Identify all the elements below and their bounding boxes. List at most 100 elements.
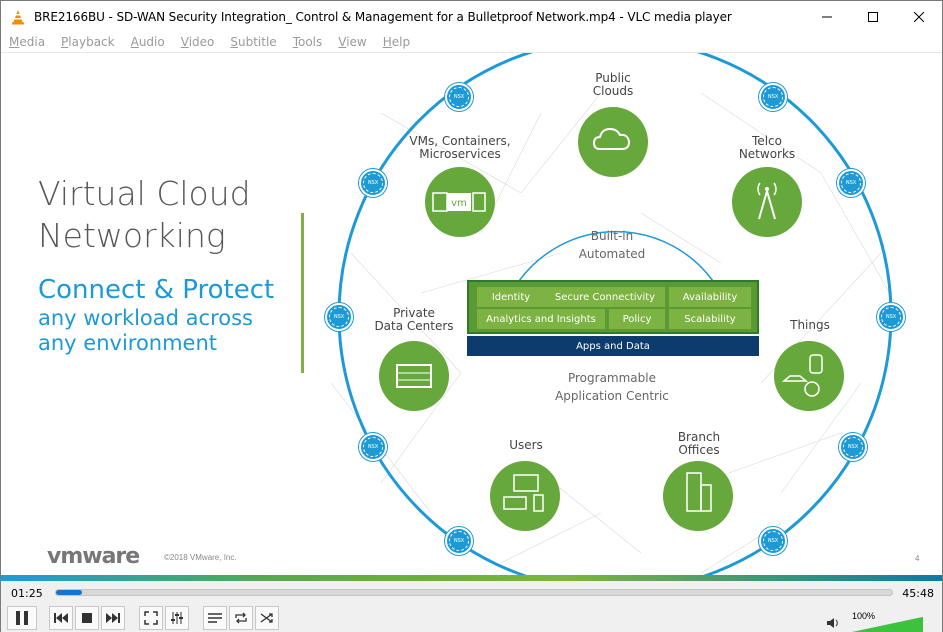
maximize-button[interactable] xyxy=(850,1,896,32)
menu-help[interactable]: Help xyxy=(382,35,411,49)
shuffle-button[interactable] xyxy=(255,606,279,630)
service-secure-connectivity: Secure Connectivity xyxy=(545,287,665,307)
nsx-badge: NSX xyxy=(359,169,387,197)
fullscreen-icon xyxy=(144,611,158,625)
slide-title-line1: Virtual Cloud xyxy=(38,174,251,213)
menu-playback[interactable]: Playback xyxy=(61,35,115,49)
nsx-badge: NSX xyxy=(877,303,905,331)
title-bar: BRE2166BU - SD-WAN Security Integration_… xyxy=(1,1,942,32)
next-button[interactable] xyxy=(101,606,125,630)
slide-tagline-line1: any workload across xyxy=(38,306,253,330)
extended-settings-button[interactable] xyxy=(165,606,189,630)
services-panel: Identity Secure Connectivity Availabilit… xyxy=(467,280,759,358)
label-automated: Automated xyxy=(578,247,646,261)
slide-subheading: Connect & Protect xyxy=(38,275,275,305)
equalizer-icon xyxy=(171,612,183,624)
slide-title-line2: Networking xyxy=(38,216,226,255)
volume-slider[interactable] xyxy=(848,617,923,632)
label-private-dc: Private Data Centers xyxy=(374,306,454,333)
slide-number: 4 xyxy=(915,554,920,563)
pause-icon xyxy=(16,611,28,625)
inner-arc xyxy=(518,230,714,282)
vm-chip-icon: vm xyxy=(432,192,486,212)
nsx-badge: NSX xyxy=(837,169,865,197)
public-clouds-node xyxy=(578,107,648,177)
building-icon xyxy=(686,472,712,512)
service-policy: Policy xyxy=(609,309,665,329)
menu-audio[interactable]: Audio xyxy=(130,35,165,49)
nsx-badge: NSX xyxy=(759,83,787,111)
label-branch: Branch Offices xyxy=(677,430,721,457)
private-dc-node xyxy=(379,341,449,411)
label-telco: Telco Networks xyxy=(738,134,796,161)
datacenter-icon xyxy=(396,364,432,388)
next-icon xyxy=(106,613,120,623)
services-grid: Identity Secure Connectivity Availabilit… xyxy=(467,280,759,334)
nsx-badge: NSX xyxy=(759,527,787,555)
loop-button[interactable] xyxy=(229,606,253,630)
service-availability: Availability xyxy=(669,287,751,307)
control-bar: 100% xyxy=(1,603,942,632)
previous-icon xyxy=(54,613,68,623)
volume-level xyxy=(852,617,923,632)
devices-icon xyxy=(503,474,544,512)
nsx-badge: NSX xyxy=(325,303,353,331)
seek-row: 01:25 45:48 xyxy=(1,581,942,603)
slide-footer-strip xyxy=(1,575,942,581)
speaker-icon[interactable] xyxy=(827,617,841,629)
playlist-icon xyxy=(208,613,222,623)
nsx-badge: NSX xyxy=(839,433,867,461)
nsx-badge: NSX xyxy=(445,527,473,555)
cloud-icon xyxy=(592,127,631,150)
users-node xyxy=(490,461,560,531)
label-programmable: Programmable xyxy=(567,371,656,385)
stop-icon xyxy=(82,613,92,623)
service-scalability: Scalability xyxy=(669,309,751,329)
fullscreen-button[interactable] xyxy=(139,606,163,630)
close-icon xyxy=(914,11,924,22)
total-time[interactable]: 45:48 xyxy=(902,587,934,600)
vms-node: vm xyxy=(425,167,495,237)
menu-view[interactable]: View xyxy=(338,35,367,49)
accent-divider xyxy=(301,213,304,373)
label-vms: VMs, Containers, Microservices xyxy=(409,134,511,161)
nsx-badge: NSX xyxy=(359,433,387,461)
slide-copyright: ©2018 VMware, Inc. xyxy=(164,553,237,562)
vmware-logo: vmware xyxy=(47,544,140,569)
label-built-in: Built-in xyxy=(590,229,634,243)
things-node xyxy=(774,341,844,411)
cell-tower-icon xyxy=(757,182,777,220)
seek-progress xyxy=(56,590,82,595)
shuffle-icon xyxy=(260,613,273,623)
previous-button[interactable] xyxy=(49,606,73,630)
volume-percent: 100% xyxy=(852,611,876,621)
menu-media[interactable]: Media xyxy=(9,35,46,49)
slide-tagline: any workload across any environment xyxy=(38,306,253,356)
window-title: BRE2166BU - SD-WAN Security Integration_… xyxy=(34,9,732,24)
label-public-clouds: Public Clouds xyxy=(592,71,634,98)
menu-bar: Media Playback Audio Video Subtitle Tool… xyxy=(1,32,942,53)
menu-tools[interactable]: Tools xyxy=(292,35,323,49)
video-surface[interactable]: NSX NSX NSX NSX NSX NSX NSX NSX NSX NSX … xyxy=(1,53,942,581)
loop-icon xyxy=(235,612,247,624)
menu-video[interactable]: Video xyxy=(180,35,215,49)
slide-title: Virtual Cloud Networking xyxy=(38,173,251,257)
minimize-button[interactable] xyxy=(804,1,850,32)
pause-button[interactable] xyxy=(7,606,37,630)
minimize-icon xyxy=(822,16,832,17)
vlc-cone-icon xyxy=(12,9,24,24)
apps-and-data-bar: Apps and Data xyxy=(467,336,759,356)
playlist-button[interactable] xyxy=(203,606,227,630)
close-button[interactable] xyxy=(896,1,942,32)
slide-tagline-line2: any environment xyxy=(38,331,218,355)
elapsed-time: 01:25 xyxy=(11,587,43,600)
iot-icon xyxy=(781,354,823,397)
seek-bar[interactable] xyxy=(55,589,893,596)
menu-subtitle[interactable]: Subtitle xyxy=(230,35,277,49)
maximize-icon xyxy=(868,11,878,22)
telco-node xyxy=(732,167,802,237)
nsx-badge: NSX xyxy=(445,83,473,111)
stop-button[interactable] xyxy=(75,606,99,630)
service-analytics: Analytics and Insights xyxy=(477,309,605,329)
